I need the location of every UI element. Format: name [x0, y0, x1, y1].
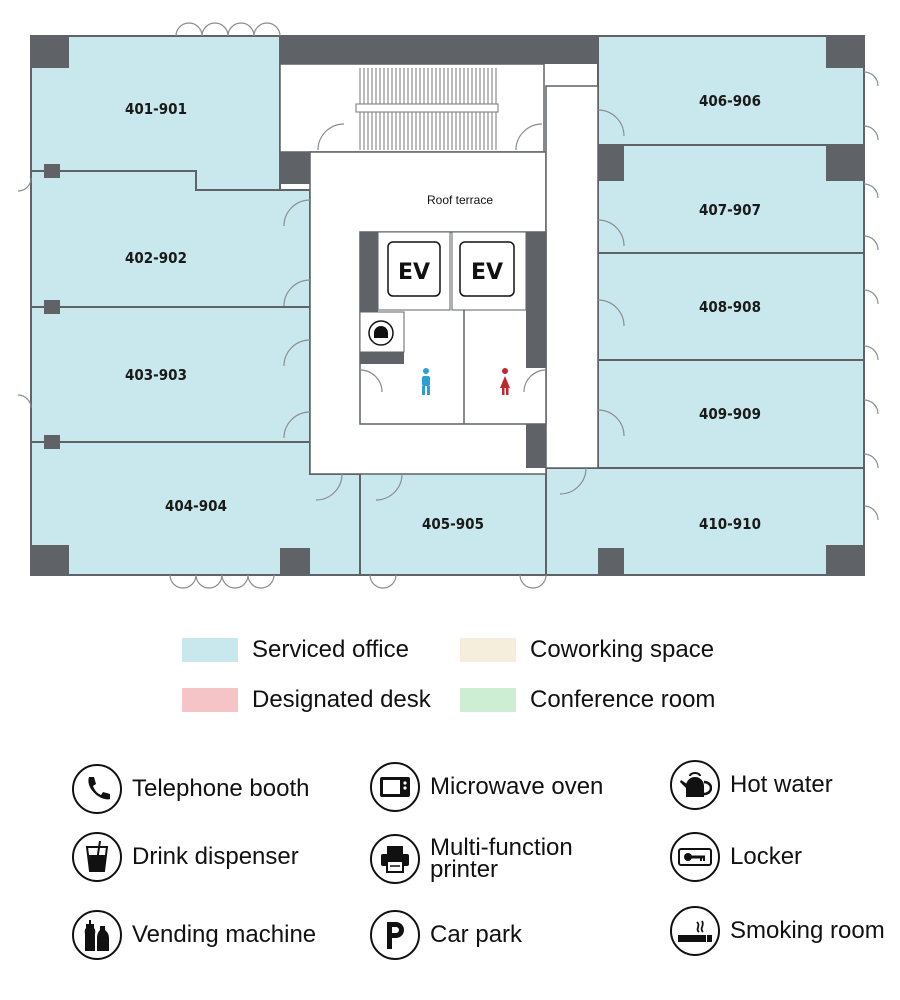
columns: [31, 36, 864, 575]
room-402[interactable]: [30, 170, 311, 308]
room-label-402: 402-902: [125, 249, 187, 267]
amenity-hot-water: Hot water: [670, 760, 833, 810]
legend-swatch: [182, 688, 238, 712]
amenity-car-park: Car park: [370, 910, 522, 960]
legend-item-serviced-office: Serviced office: [182, 636, 409, 664]
room-408[interactable]: [597, 252, 865, 361]
amenity-label: Vending machine: [132, 921, 317, 948]
amenity-label: Microwave oven: [430, 773, 604, 800]
microwave-icon: [370, 762, 420, 812]
amenity-smoking-room: Smoking room: [670, 906, 885, 956]
kettle-icon: [670, 760, 720, 810]
elevator-1: [387, 241, 441, 297]
staircase: [355, 68, 499, 150]
elevator-label-1: EV: [398, 260, 430, 285]
legend-label: Designated desk: [252, 686, 431, 713]
amenity-telephone-booth: Telephone booth: [72, 764, 310, 814]
drink-icon: [72, 832, 122, 882]
amenity-label: Car park: [430, 921, 523, 948]
amenity-label: Locker: [730, 843, 803, 870]
room-407[interactable]: [597, 144, 865, 254]
amenity-locker: Locker: [670, 832, 802, 882]
elevator-label-2: EV: [471, 260, 503, 285]
top-wall: [280, 36, 598, 64]
legend-label: Coworking space: [530, 636, 715, 663]
amenity-multi-function-printer: Multi-function printer: [370, 834, 590, 884]
elevator-block: EV EV: [359, 231, 547, 468]
room-label-406: 406-906: [699, 92, 761, 110]
men-restroom-icon: [422, 368, 430, 395]
room-label-404: 404-904: [165, 497, 227, 515]
amenity-drink-dispenser: Drink dispenser: [72, 832, 299, 882]
bottles-icon: [72, 910, 122, 960]
telephone-icon: [72, 764, 122, 814]
legend-swatch: [460, 638, 516, 662]
printer-icon: [370, 834, 420, 884]
room-406[interactable]: [597, 35, 865, 146]
room-label-409: 409-909: [699, 405, 761, 423]
legend-item-conference-room: Conference room: [460, 686, 715, 714]
cigarette-icon: [670, 906, 720, 956]
room-label-403: 403-903: [125, 366, 187, 384]
legend-label: Serviced office: [252, 636, 409, 663]
amenity-microwave-oven: Microwave oven: [370, 762, 603, 812]
room-label-405: 405-905: [422, 515, 484, 533]
room-409[interactable]: [597, 359, 865, 469]
legend-item-coworking-space: Coworking space: [460, 636, 714, 664]
legend-swatch: [182, 638, 238, 662]
room-label-401: 401-901: [125, 100, 187, 118]
women-restroom-icon: [500, 368, 510, 395]
roof-terrace-label: Roof terrace: [427, 193, 493, 207]
amenity-label: Drink dispenser: [132, 843, 299, 870]
legend-swatch: [460, 688, 516, 712]
elevator-2: [459, 241, 515, 297]
amenity-vending-machine: Vending machine: [72, 910, 316, 960]
legend-label: Conference room: [530, 686, 716, 713]
amenity-label: Hot water: [730, 771, 833, 798]
parking-icon: [370, 910, 420, 960]
amenity-label: Telephone booth: [132, 775, 310, 802]
amenity-label: Multi-function printer: [430, 834, 573, 883]
room-label-408: 408-908: [699, 298, 761, 316]
legend-item-designated-desk: Designated desk: [182, 686, 431, 714]
room-label-410: 410-910: [699, 515, 761, 533]
amenity-label: Smoking room: [730, 917, 885, 944]
floor-plan: EV EV Roof terrace: [17, 22, 879, 589]
key-icon: [670, 832, 720, 882]
room-label-407: 407-907: [699, 201, 761, 219]
